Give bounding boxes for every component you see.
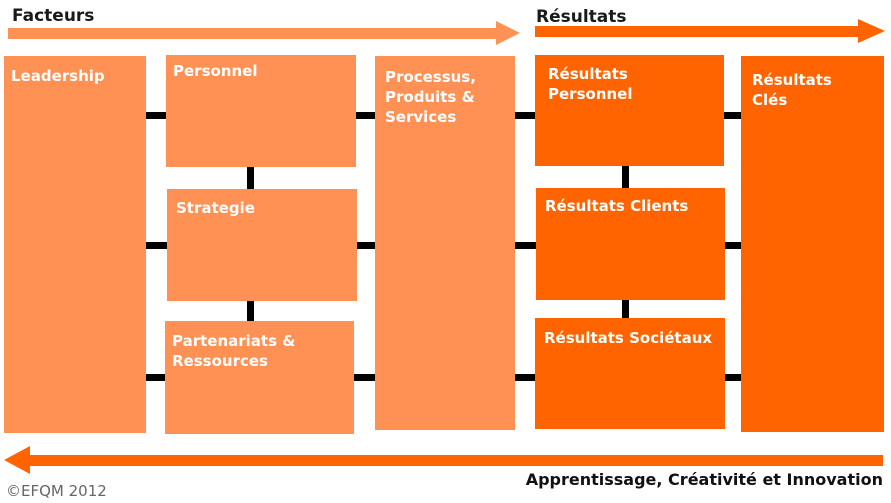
connector-strategie-partenariats (247, 301, 254, 321)
connector-partenariats-processus (354, 374, 376, 381)
leadership-label: Leadership (11, 67, 105, 85)
processus-label: Processus, Produits & Services (385, 68, 476, 126)
connector-personnel-strategie (247, 167, 254, 189)
strategie-label: Strategie (176, 199, 255, 217)
facteurs-arrow (8, 21, 520, 45)
connector-res-clients-societaux (622, 300, 629, 318)
resultats-personnel-box: Résultats Personnel (535, 55, 724, 166)
connector-leadership-partenariats (146, 374, 168, 381)
personnel-box: Personnel (166, 55, 356, 167)
resultats-cles-box: Résultats Clés (741, 56, 884, 432)
connector-res-personnel-clients (622, 166, 629, 188)
partenariats-box: Partenariats & Ressources (165, 321, 354, 434)
resultats-societaux-label: Résultats Sociétaux (544, 329, 713, 347)
connector-res-personnel-cles (723, 112, 741, 119)
resultats-cles-label: Résultats Clés (752, 71, 832, 109)
connector-personnel-processus (356, 112, 376, 119)
connector-leadership-strategie (146, 242, 168, 249)
resultats-personnel-label: Résultats Personnel (548, 65, 633, 103)
innovation-label: Apprentissage, Créativité et Innovation (525, 470, 883, 489)
resultats-clients-box: Résultats Clients (536, 188, 725, 300)
connector-processus-res-clients (515, 242, 537, 249)
connector-leadership-personnel (146, 112, 168, 119)
connector-strategie-processus (356, 242, 376, 249)
personnel-label: Personnel (173, 62, 258, 80)
resultats-arrow (535, 19, 885, 43)
connector-res-societaux-cles (725, 374, 741, 381)
connector-res-clients-cles (725, 242, 741, 249)
resultats-clients-label: Résultats Clients (545, 197, 689, 215)
facteurs-heading: Facteurs (12, 6, 95, 26)
leadership-box: Leadership (4, 56, 146, 433)
resultats-societaux-box: Résultats Sociétaux (535, 318, 725, 429)
copyright-label: ©EFQM 2012 (6, 482, 107, 500)
innovation-arrow (4, 446, 883, 474)
partenariats-label: Partenariats & Ressources (172, 332, 296, 370)
connector-processus-res-personnel (515, 112, 536, 119)
processus-box: Processus, Produits & Services (375, 56, 515, 430)
strategie-box: Strategie (167, 189, 357, 301)
resultats-heading: Résultats (536, 7, 627, 27)
connector-processus-res-societaux (515, 374, 537, 381)
